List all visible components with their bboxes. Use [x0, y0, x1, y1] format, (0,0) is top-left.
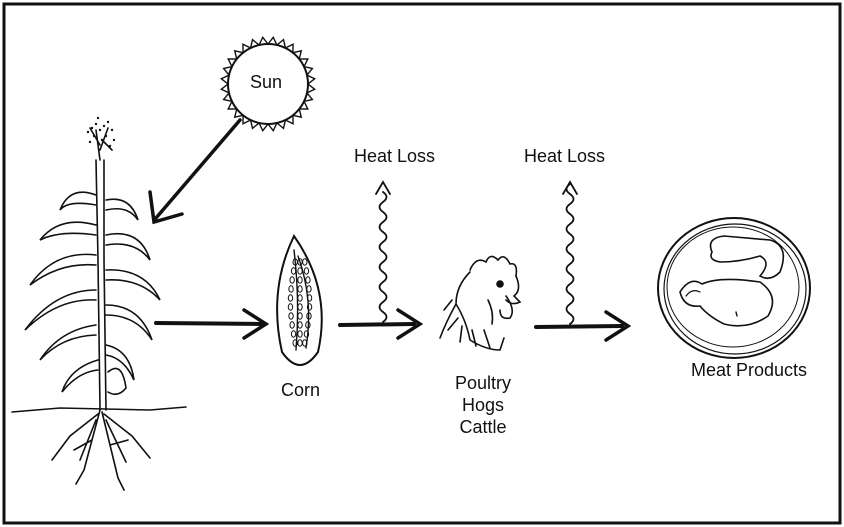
corn-ear-icon — [277, 236, 322, 365]
corn-label: Corn — [281, 380, 320, 401]
plant-to-corn-arrow — [156, 310, 266, 338]
animal-label-cattle: Cattle — [448, 416, 518, 438]
corn-to-animals-arrow — [340, 310, 420, 338]
heat-loss-wave-2 — [563, 182, 577, 324]
heat-loss-wave-1 — [376, 182, 390, 322]
animal-label-poultry: Poultry — [448, 372, 518, 394]
animals-label: Poultry Hogs Cattle — [448, 372, 518, 438]
sun-label: Sun — [250, 72, 282, 93]
heat-loss-label-2: Heat Loss — [524, 146, 605, 167]
heat-loss-label-1: Heat Loss — [354, 146, 435, 167]
rooster-icon — [440, 256, 520, 350]
corn-plant-illustration — [12, 117, 186, 490]
meat-products-plate-icon — [658, 218, 810, 358]
sun-to-plant-arrow — [150, 120, 240, 222]
meat-products-label: Meat Products — [691, 360, 807, 381]
animals-to-meat-arrow — [536, 312, 628, 340]
diagram-border — [4, 4, 840, 523]
animal-label-hogs: Hogs — [448, 394, 518, 416]
